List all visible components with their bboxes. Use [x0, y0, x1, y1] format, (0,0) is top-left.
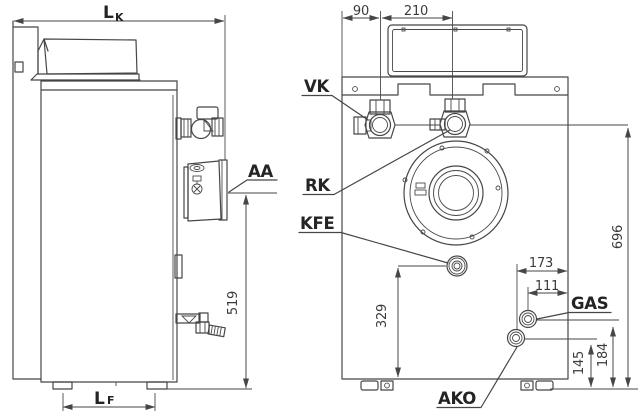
leader-aa	[228, 179, 278, 193]
dim-210: 210	[404, 4, 428, 19]
part-label-gas: GAS	[571, 294, 608, 313]
feet-rear	[360, 380, 554, 391]
dimension-696: 696	[611, 127, 631, 388]
dimension-519: 519	[158, 192, 277, 390]
label-gas: GAS	[536, 294, 612, 320]
label-rk: RK	[302, 129, 451, 196]
dimension-90: 90	[341, 4, 381, 100]
dimension-111: 111	[527, 279, 568, 311]
vk-valve	[353, 99, 396, 139]
label-kfe: KFE	[298, 214, 449, 264]
dimension-184: 184	[536, 319, 619, 388]
dim-145: 145	[572, 351, 587, 375]
label-vk: VK	[301, 77, 369, 121]
dim-lk-label: L	[103, 3, 114, 23]
label-aa: AA	[228, 162, 278, 193]
safety-valve-side	[175, 106, 224, 140]
ako-connection	[506, 328, 526, 348]
dim-90: 90	[353, 4, 369, 19]
side-view: L K L F 519 AA	[12, 3, 278, 411]
control-panel-side	[30, 38, 141, 81]
dimension-lf: L F	[62, 389, 156, 411]
leader-gas	[536, 311, 612, 320]
dim-lf-sub: F	[107, 394, 115, 407]
dimension-210: 210	[381, 4, 453, 99]
dim-184: 184	[596, 343, 611, 367]
part-label-rk: RK	[305, 176, 331, 195]
dim-329: 329	[375, 304, 390, 328]
drain-valve-side	[175, 312, 226, 338]
leader-ako	[436, 346, 518, 409]
flue-collar-side	[183, 159, 228, 222]
flue-outlet-rear	[402, 140, 509, 246]
dimension-329: 329	[375, 265, 446, 378]
dimension-173: 173	[516, 256, 568, 330]
part-label-ako: AKO	[438, 389, 476, 408]
rk-valve	[429, 98, 471, 138]
leader-vk	[301, 94, 369, 121]
dimension-lk: L K	[13, 3, 226, 160]
gas-connection	[518, 309, 538, 329]
rear-view: 90 210 173 111 145	[298, 4, 638, 409]
label-ako: AKO	[436, 346, 518, 409]
part-label-kfe: KFE	[300, 214, 334, 233]
kfe-connection	[446, 255, 468, 277]
part-label-vk: VK	[304, 77, 330, 96]
dimension-145: 145	[524, 338, 597, 388]
leader-kfe	[298, 231, 449, 264]
boiler-body-side	[40, 80, 178, 383]
dim-111: 111	[535, 279, 559, 294]
feet-side	[52, 381, 168, 390]
dim-lf-label: L	[94, 389, 105, 409]
dim-173: 173	[529, 256, 553, 271]
rear-edge-fitting	[174, 254, 183, 279]
control-panel-rear	[387, 24, 528, 77]
part-label-aa: AA	[248, 162, 273, 181]
leader-rk	[302, 129, 451, 196]
dim-696: 696	[611, 225, 626, 249]
boiler-body-rear	[341, 76, 569, 380]
dim-519: 519	[226, 291, 241, 315]
dim-lk-sub: K	[115, 11, 124, 24]
